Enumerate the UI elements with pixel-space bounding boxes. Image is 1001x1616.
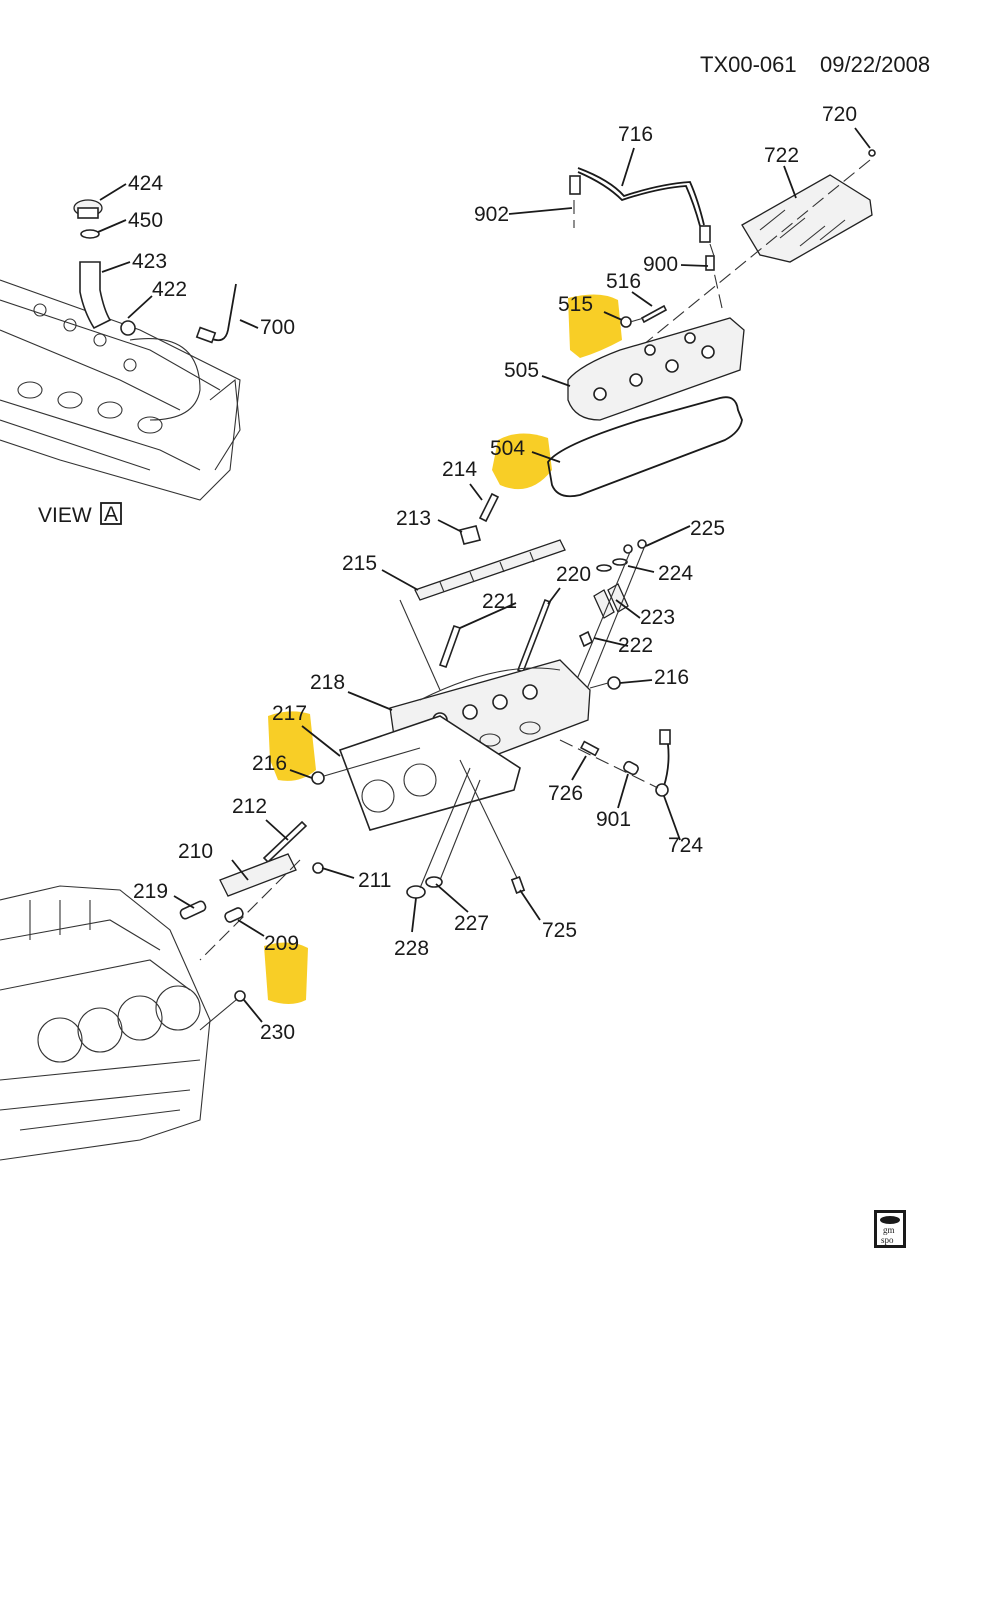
illustration-id: TX00-061 [700, 52, 797, 77]
callout-224[interactable]: 224 [658, 562, 693, 585]
callout-725[interactable]: 725 [542, 919, 577, 942]
leader-lines [97, 127, 871, 1023]
highlight-217 [268, 711, 316, 781]
logo-line1: gm [883, 1225, 895, 1235]
cylinder-head-parts [311, 492, 671, 899]
callout-210[interactable]: 210 [178, 840, 213, 863]
callout-722[interactable]: 722 [764, 144, 799, 167]
oil-filler-parts [73, 199, 237, 344]
callout-422[interactable]: 422 [152, 278, 187, 301]
logo-line2: spo [881, 1235, 894, 1245]
gm-spo-logo: gm spo [874, 1210, 906, 1248]
callout-222[interactable]: 222 [618, 634, 653, 657]
callout-216-left[interactable]: 216 [252, 752, 287, 775]
callout-902[interactable]: 902 [474, 203, 509, 226]
callout-217[interactable]: 217 [272, 702, 307, 725]
engine-top-view-a [0, 279, 241, 501]
illustration-date: 09/22/2008 [820, 52, 930, 77]
callout-211[interactable]: 211 [358, 869, 391, 892]
callout-216-right[interactable]: 216 [654, 666, 689, 689]
callout-726[interactable]: 726 [548, 782, 583, 805]
callout-505[interactable]: 505 [504, 359, 539, 382]
view-letter: A [104, 503, 118, 526]
view-label: VIEW [38, 504, 92, 527]
callout-219[interactable]: 219 [133, 880, 168, 903]
callout-700[interactable]: 700 [260, 316, 295, 339]
callout-labels: 424 450 423 422 700 716 720 722 902 900 … [128, 103, 857, 1044]
callout-515[interactable]: 515 [558, 293, 593, 316]
callout-213[interactable]: 213 [396, 507, 431, 530]
callout-716[interactable]: 716 [618, 123, 653, 146]
callout-230[interactable]: 230 [260, 1021, 295, 1044]
highlight-504 [492, 433, 552, 490]
coil-harness-parts [547, 149, 876, 498]
callout-724[interactable]: 724 [668, 834, 703, 857]
callout-225[interactable]: 225 [690, 517, 725, 540]
callout-450[interactable]: 450 [128, 209, 163, 232]
highlight-209 [264, 942, 308, 1004]
engine-block-parts [0, 820, 324, 1161]
callout-720[interactable]: 720 [822, 103, 857, 126]
callout-218[interactable]: 218 [310, 671, 345, 694]
callout-227[interactable]: 227 [454, 912, 489, 935]
callout-223[interactable]: 223 [640, 606, 675, 629]
callout-516[interactable]: 516 [606, 270, 641, 293]
callout-504[interactable]: 504 [490, 437, 525, 460]
callout-214[interactable]: 214 [442, 458, 477, 481]
callout-228[interactable]: 228 [394, 937, 429, 960]
callout-215[interactable]: 215 [342, 552, 377, 575]
callout-221[interactable]: 221 [482, 590, 517, 613]
callout-209[interactable]: 209 [264, 932, 299, 955]
callout-423[interactable]: 423 [132, 250, 167, 273]
highlight-515 [568, 294, 622, 358]
callout-900[interactable]: 900 [643, 253, 678, 276]
highlight-marks [264, 294, 622, 1004]
callout-424[interactable]: 424 [128, 172, 163, 195]
view-letter-box [100, 502, 122, 525]
callout-901[interactable]: 901 [596, 808, 631, 831]
callout-212[interactable]: 212 [232, 795, 267, 818]
callout-220[interactable]: 220 [556, 563, 591, 586]
